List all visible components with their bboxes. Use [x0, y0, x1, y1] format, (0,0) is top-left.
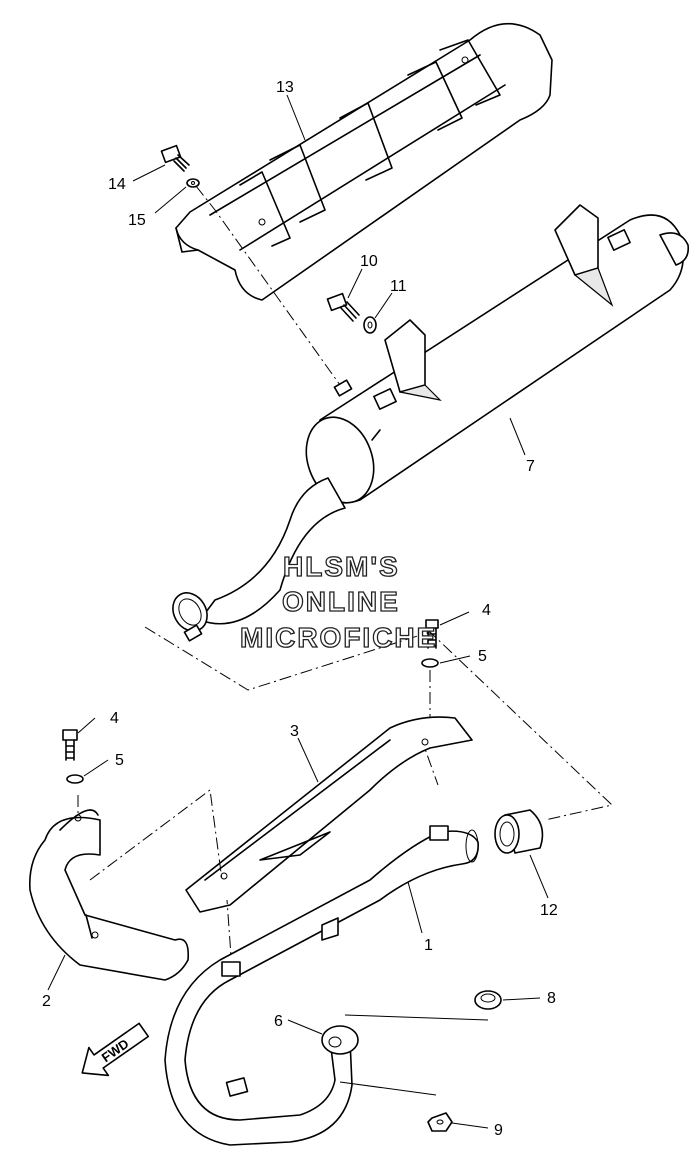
callout-4-left: 4 — [110, 710, 119, 727]
washer-5-left — [66, 774, 84, 784]
watermark-line-3: MICROFICHE — [240, 622, 437, 653]
callout-4-right: 4 — [482, 602, 491, 619]
nut-9 — [427, 1112, 453, 1132]
callout-2: 2 — [42, 993, 51, 1010]
callout-1: 1 — [424, 937, 433, 954]
watermark-line-1: HLSM'S — [283, 551, 400, 582]
gasket-8 — [474, 990, 502, 1010]
leader-lines — [47, 94, 549, 1129]
bolt-14 — [160, 144, 190, 172]
callout-labels: 13 14 15 10 11 7 4 5 4 5 3 12 1 2 8 6 9 — [42, 79, 558, 1139]
callout-5-left: 5 — [115, 752, 124, 769]
exhaust-pipe — [164, 825, 479, 1146]
washer-5-right — [421, 658, 439, 668]
callout-9: 9 — [494, 1122, 503, 1139]
callout-14: 14 — [108, 176, 126, 193]
washer-11 — [363, 316, 377, 334]
callout-13: 13 — [276, 79, 294, 96]
watermark-line-2: ONLINE — [282, 586, 400, 617]
bolt-10 — [326, 292, 360, 322]
callout-15: 15 — [128, 212, 146, 229]
callout-5-right: 5 — [478, 648, 487, 665]
stay-bracket — [185, 716, 473, 913]
collar-12 — [494, 809, 544, 854]
callout-11: 11 — [390, 278, 407, 295]
callout-6: 6 — [274, 1013, 283, 1030]
watermark: HLSM'S ONLINE MICROFICHE — [239, 550, 437, 653]
bolt-4-right — [425, 619, 439, 649]
washer-15 — [186, 178, 200, 188]
exhaust-guard — [28, 809, 190, 981]
bolt-4-left — [62, 729, 78, 761]
callout-7: 7 — [526, 458, 535, 475]
forward-direction-arrow: FWD — [81, 1022, 150, 1077]
callout-8: 8 — [547, 990, 556, 1007]
callout-12: 12 — [540, 902, 558, 919]
callout-10: 10 — [360, 253, 378, 270]
muffler — [172, 204, 690, 642]
heat-protector — [175, 22, 553, 301]
callout-3: 3 — [290, 723, 299, 740]
